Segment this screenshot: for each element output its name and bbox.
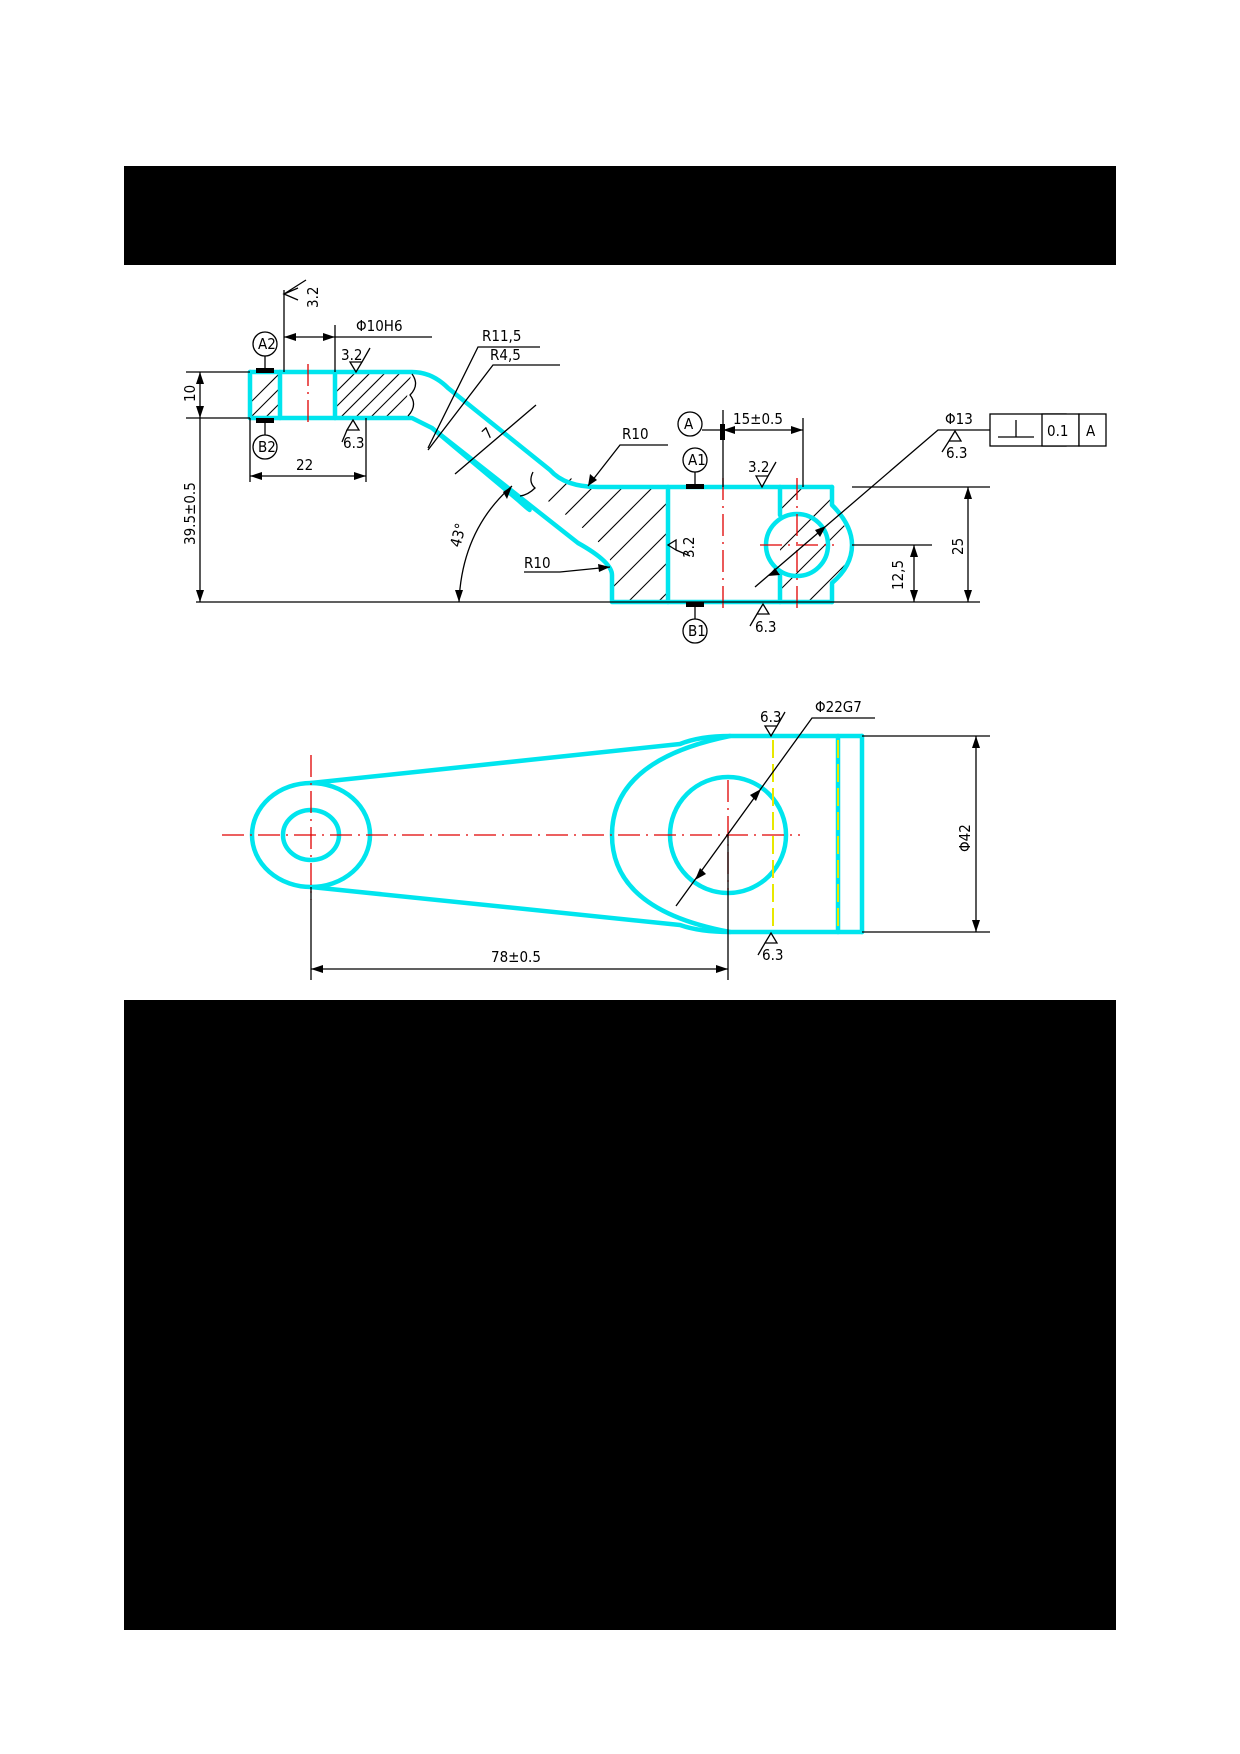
roughness-hub-bore: 3.2: [680, 537, 698, 558]
dim-left-length: 22: [296, 456, 313, 474]
dim-center-distance: 78±0.5: [491, 948, 541, 966]
datum-label-a1: A1: [688, 451, 706, 469]
roughness-hub-bottom: 6.3: [755, 618, 776, 636]
dim-left-hole-dia: Φ10H6: [356, 317, 403, 335]
roughness-left-vertical: 3.2: [304, 287, 322, 308]
dim-cross-hole-dia: Φ13: [945, 410, 973, 428]
dim-left-thickness: 10: [181, 385, 199, 402]
roughness-symbols: [282, 279, 963, 627]
dim-hub-height: 25: [949, 538, 967, 555]
dim-boss-dia: Φ42: [956, 824, 974, 852]
datum-label-a: A: [684, 415, 694, 433]
plan-view: 78±0.5 Φ22G7 Φ42 6.3 6.3: [222, 698, 990, 980]
redacted-header-block: [124, 166, 1116, 265]
section-labels: A2 B2 A A1 B1 Φ10H6 10 22 39.5±0.5 7 43°…: [181, 287, 1096, 640]
section-centerlines: [307, 364, 834, 612]
dim-radius-outer: R11,5: [482, 327, 521, 345]
section-arrowheads: [196, 333, 972, 602]
dim-fillet-upper: R10: [622, 425, 649, 443]
feature-control-frame: [989, 413, 1107, 447]
roughness-bottom: 6.3: [762, 946, 783, 964]
plan-dimensions: [310, 711, 990, 980]
roughness-hub-top: 3.2: [748, 458, 769, 476]
section-dimensions: [186, 290, 990, 603]
datum-label-b2: B2: [258, 438, 276, 456]
roughness-cross-hole: 6.3: [946, 444, 967, 462]
roughness-top: 6.3: [760, 708, 781, 726]
dim-cross-hole-height: 12,5: [889, 560, 907, 590]
fcf-tolerance: 0.1: [1047, 422, 1068, 440]
roughness-left-bottom: 6.3: [343, 434, 364, 452]
redacted-body-block: [124, 1000, 1116, 1630]
dim-overall-height: 39.5±0.5: [181, 482, 199, 545]
plan-outline: [249, 733, 865, 935]
dim-angle: 43°: [446, 521, 470, 549]
datum-label-b1: B1: [688, 622, 706, 640]
datum-label-a2: A2: [258, 335, 276, 353]
section-outline: [247, 369, 855, 605]
dim-radius-inner: R4,5: [490, 346, 521, 364]
plan-labels: 78±0.5 Φ22G7 Φ42 6.3 6.3: [491, 698, 974, 966]
section-view: A2 B2 A A1 B1 Φ10H6 10 22 39.5±0.5 7 43°…: [181, 279, 1107, 644]
dim-bore-dia: Φ22G7: [815, 698, 862, 716]
roughness-left-top: 3.2: [341, 346, 362, 364]
dim-hub-offset: 15±0.5: [733, 410, 783, 428]
fcf-datum: A: [1086, 422, 1096, 440]
dim-fillet-lower: R10: [524, 554, 551, 572]
datum-symbols: [252, 331, 725, 644]
